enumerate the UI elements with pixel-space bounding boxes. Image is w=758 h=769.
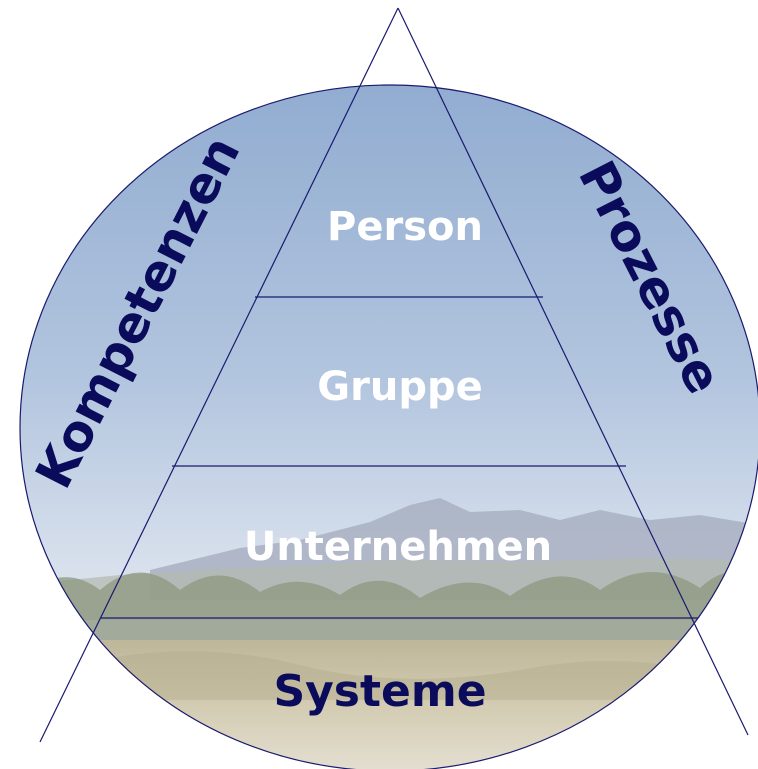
triangle-right-edge	[397, 7, 749, 736]
level-label-gruppe: Gruppe	[317, 364, 482, 410]
triangle-left-edge	[39, 7, 399, 743]
level-label-person: Person	[327, 204, 483, 250]
level-label-unternehmen: Unternehmen	[244, 524, 552, 570]
level-label-systeme: Systeme	[273, 666, 486, 717]
circle-outline	[19, 84, 758, 769]
landscape-background	[20, 85, 758, 769]
